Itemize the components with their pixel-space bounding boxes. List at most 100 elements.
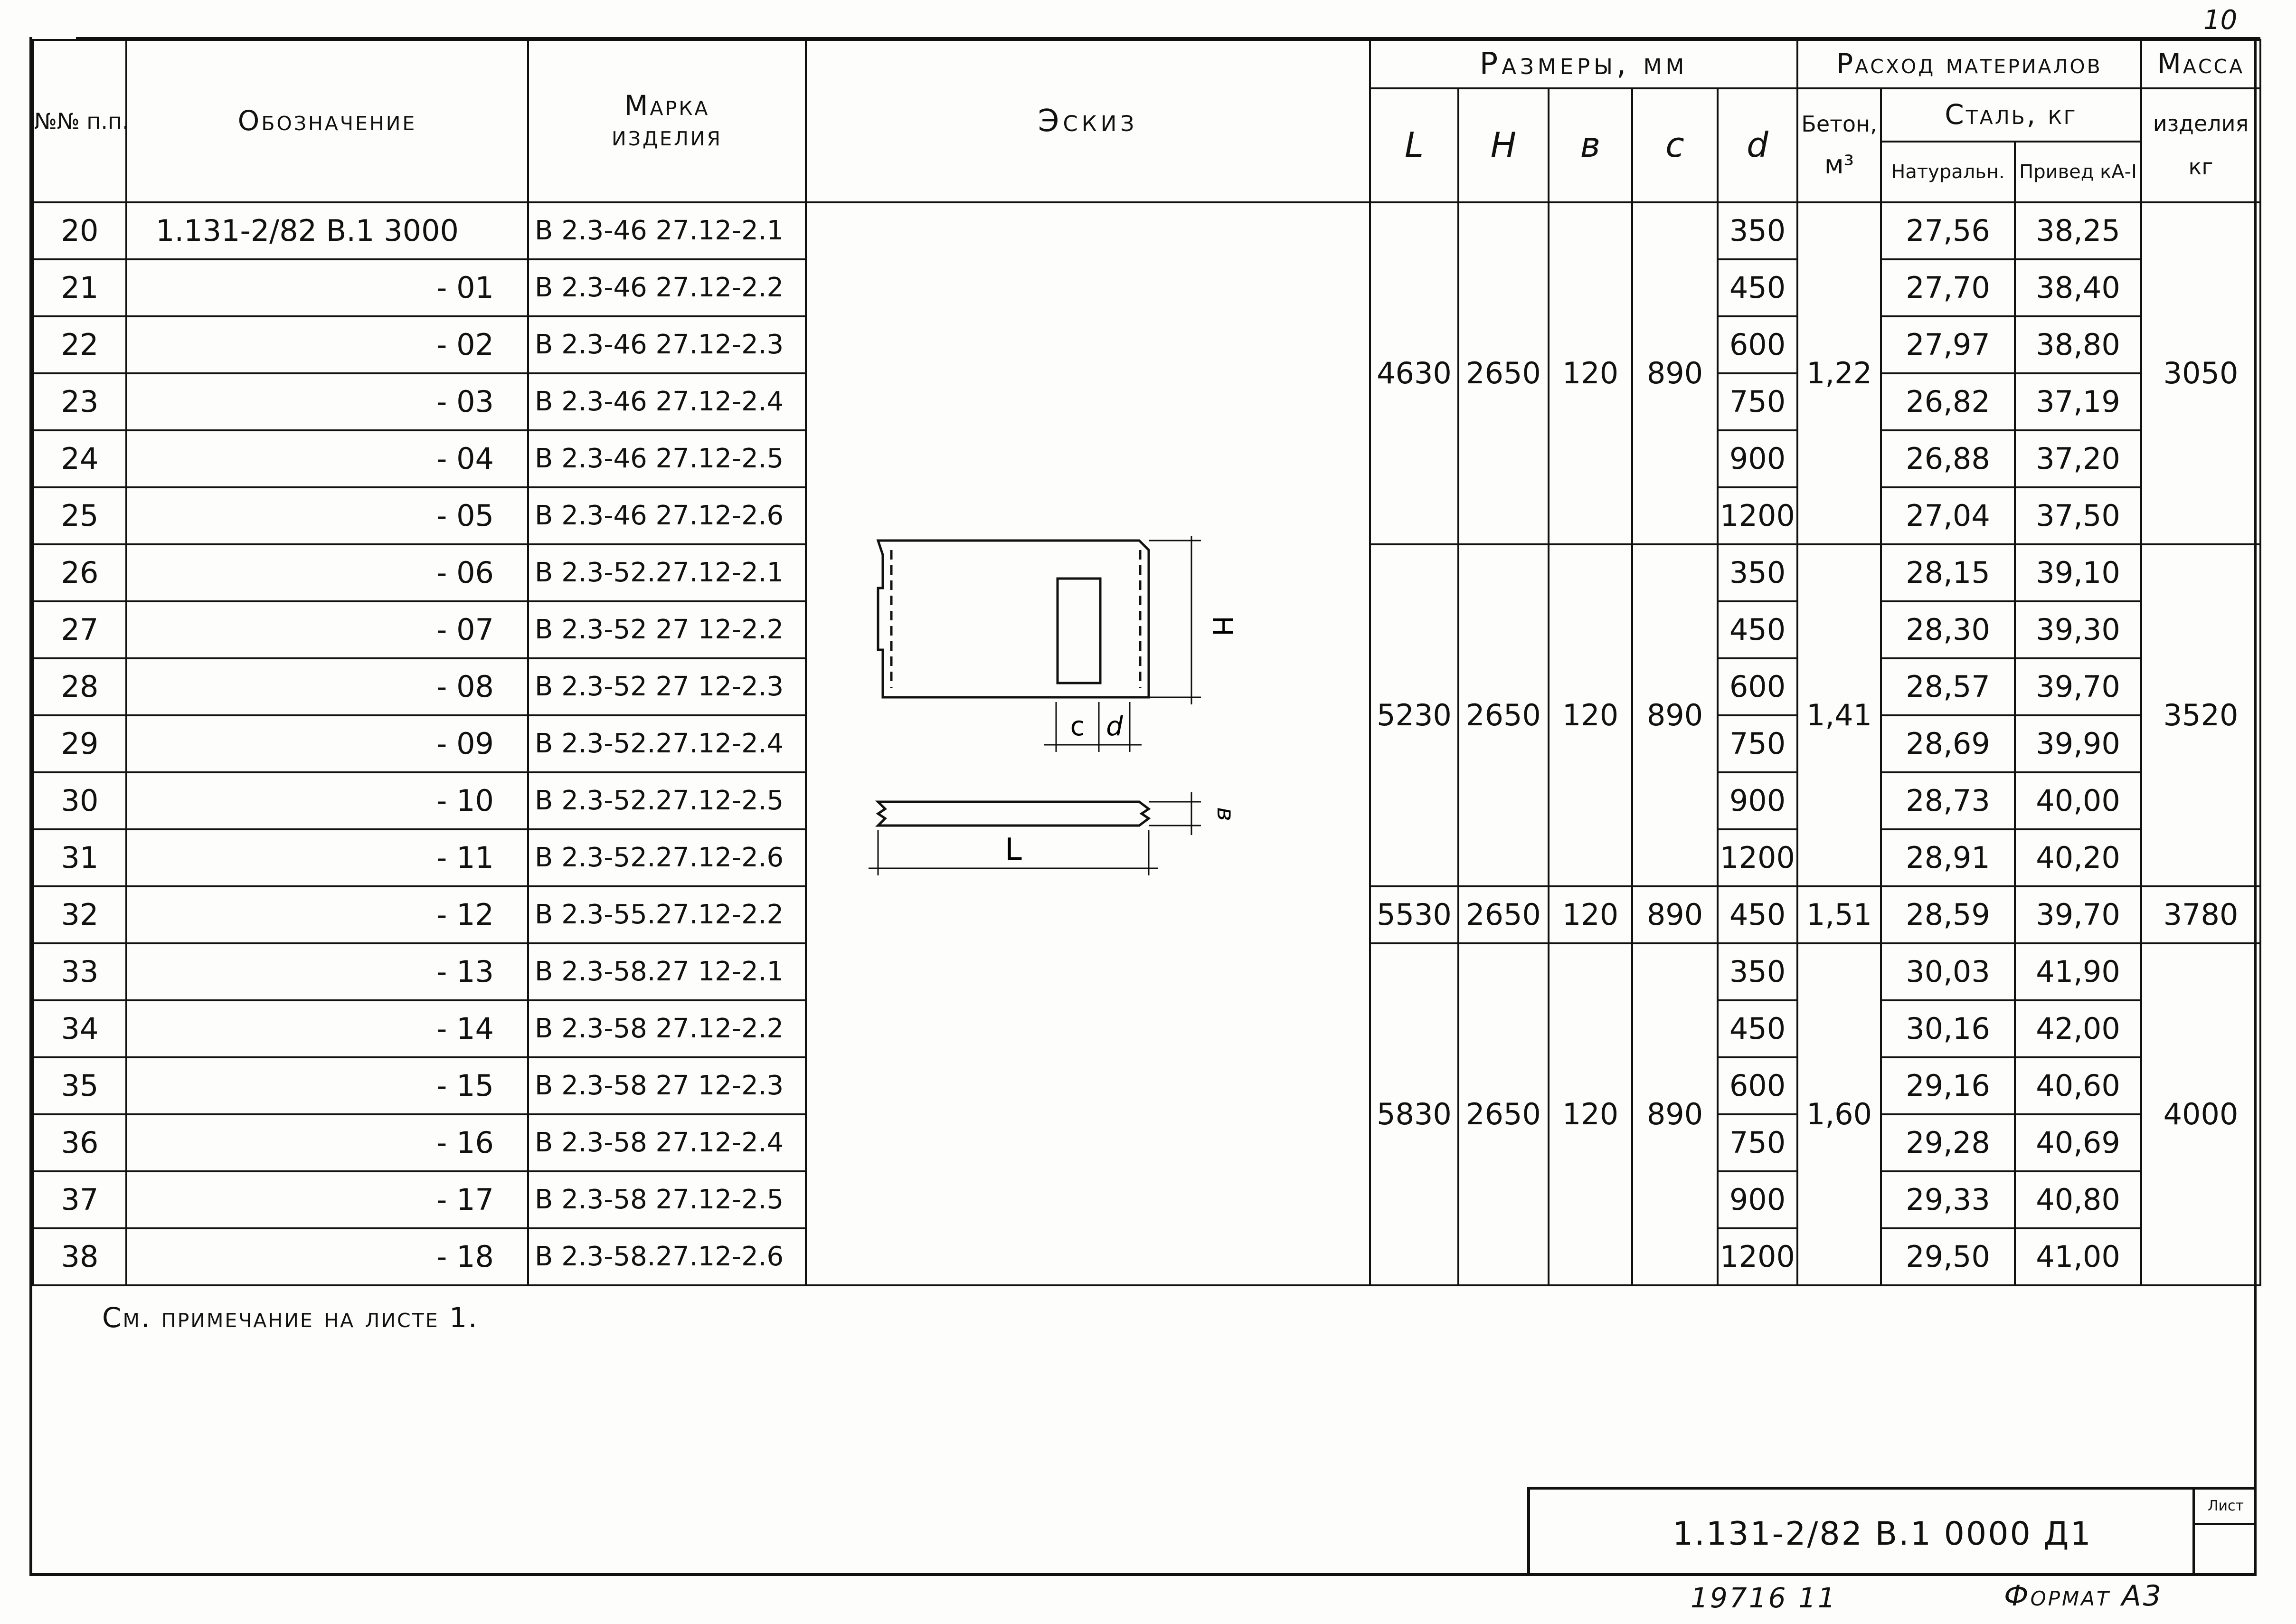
row-mark: В 2.3-58 27.12-2.5 — [527, 1170, 807, 1229]
panel-side-view — [875, 800, 1151, 827]
header-mass-label-1: Масса — [2157, 47, 2245, 80]
row-steel-reduced: 40,00 — [2014, 771, 2143, 830]
header-steel-natural: Натуральн. — [1880, 141, 2016, 203]
row-number: 38 — [32, 1227, 127, 1286]
header-row-number-label: №№ п.п. — [34, 108, 126, 134]
table-row: 25 - 05 В 2.3-46 27.12-2.6 1200 27,04 37… — [32, 486, 2260, 545]
table-row: 35 - 15 В 2.3-58 27 12-2.3 600 29,16 40,… — [32, 1056, 2260, 1115]
row-number: 25 — [32, 486, 127, 545]
header-mark-line2: изделия — [612, 120, 722, 152]
header-steel-reduced: Привед кА-I — [2014, 141, 2143, 203]
header-dimensions-group: Размеры, мм — [1369, 39, 1799, 89]
row-steel-reduced: 40,20 — [2014, 828, 2143, 887]
row-designation: - 02 — [125, 315, 529, 374]
header-steel: Сталь, кг — [1880, 87, 2143, 142]
group-dim-L: 5530 — [1369, 885, 1459, 944]
header-dim-b-label: в — [1580, 125, 1601, 165]
row-steel-reduced: 41,00 — [2014, 1227, 2143, 1286]
row-steel-natural: 29,16 — [1880, 1056, 2016, 1115]
row-designation: - 08 — [125, 657, 529, 716]
row-steel-reduced: 37,20 — [2014, 429, 2143, 488]
row-steel-reduced: 39,70 — [2014, 885, 2143, 944]
sketch-label-c: c — [1070, 711, 1085, 742]
row-steel-natural: 30,03 — [1880, 942, 2016, 1001]
row-steel-reduced: 38,25 — [2014, 201, 2143, 260]
specification-table: №№ п.п. Обозначение Марка изделия Эскиз … — [32, 39, 2262, 1286]
row-dim-d: 450 — [1716, 999, 1799, 1058]
header-dim-L-label: L — [1404, 125, 1424, 165]
group-dim-c: 890 — [1631, 942, 1719, 1286]
header-steel-natural-label: Натуральн. — [1891, 161, 2005, 183]
row-mark: В 2.3-58 27 12-2.3 — [527, 1056, 807, 1115]
header-designation: Обозначение — [125, 39, 529, 203]
row-designation: - 16 — [125, 1113, 529, 1172]
row-steel-natural: 26,82 — [1880, 372, 2016, 431]
row-designation: 1.131-2/82 В.1 3000 — [125, 201, 529, 260]
header-concrete: Бетон, м³ — [1796, 87, 1882, 203]
header-mass-label-3: кг — [2188, 154, 2213, 180]
table-row: 32 - 12 В 2.3-55.27.12-2.2 5530 2650 120… — [32, 885, 2262, 944]
header-dim-c-label: c — [1665, 125, 1684, 165]
row-mark: В 2.3-46 27.12-2.5 — [527, 429, 807, 488]
row-steel-natural: 29,33 — [1880, 1170, 2016, 1229]
header-mark-line1: Марка — [624, 89, 710, 122]
header-steel-label: Сталь, кг — [1945, 98, 2078, 131]
sheet-box: Лист — [2192, 1490, 2257, 1576]
group-mass: 3780 — [2140, 885, 2262, 944]
row-designation: - 14 — [125, 999, 529, 1058]
row-steel-reduced: 40,69 — [2014, 1113, 2143, 1172]
group-mass: 3520 — [2140, 543, 2262, 887]
table-row: 33 - 13 В 2.3-58.27 12-2.1 5830 2650 120… — [32, 942, 2262, 1286]
group-dim-c: 890 — [1631, 885, 1719, 944]
header-concrete-line1: Бетон, — [1801, 111, 1877, 137]
row-designation: - 10 — [125, 771, 529, 830]
header-mass-line1: Масса — [2140, 39, 2262, 89]
header-sketch-label: Эскиз — [1038, 103, 1138, 139]
row-steel-reduced: 38,80 — [2014, 315, 2143, 374]
group-dim-L: 4630 — [1369, 201, 1459, 545]
row-steel-natural: 28,69 — [1880, 714, 2016, 773]
table-row: 26 - 06 В 2.3-52.27.12-2.1 5230 2650 120… — [32, 543, 2262, 887]
row-dim-d: 450 — [1716, 885, 1799, 944]
table-row: 38 - 18 В 2.3-58.27.12-2.6 1200 29,50 41… — [32, 1227, 2260, 1286]
header-mass-rest: изделия кг — [2140, 87, 2262, 203]
row-designation: - 01 — [125, 258, 529, 317]
row-steel-reduced: 39,10 — [2014, 543, 2143, 602]
row-number: 29 — [32, 714, 127, 773]
row-steel-reduced: 40,60 — [2014, 1056, 2143, 1115]
sheet-number: 10 — [2203, 5, 2238, 36]
row-steel-reduced: 39,30 — [2014, 600, 2143, 659]
header-concrete-line2: м³ — [1824, 149, 1854, 180]
row-steel-natural: 27,56 — [1880, 201, 2016, 260]
table-row: 22 - 02 В 2.3-46 27.12-2.3 600 27,97 38,… — [32, 315, 2260, 374]
sketch-cell: H c d в L — [805, 201, 1371, 1286]
sketch-label-d: d — [1106, 711, 1123, 742]
row-designation: - 15 — [125, 1056, 529, 1115]
group-dim-H: 2650 — [1457, 942, 1550, 1286]
row-steel-reduced: 39,70 — [2014, 657, 2143, 716]
group-concrete: 1,22 — [1796, 201, 1882, 545]
group-dim-L: 5830 — [1369, 942, 1459, 1286]
sketch-label-H: H — [1206, 616, 1238, 636]
table-row: 31 - 11 В 2.3-52.27.12-2.6 1200 28,91 40… — [32, 828, 2260, 887]
top-border-line — [76, 37, 2260, 39]
row-mark: В 2.3-52.27.12-2.5 — [527, 771, 807, 830]
header-mass-label-2: изделия — [2153, 111, 2249, 137]
row-mark: В 2.3-52 27 12-2.2 — [527, 600, 807, 659]
inventory-number: 19716 11 — [1691, 1582, 1837, 1614]
row-dim-d: 1200 — [1716, 1227, 1799, 1286]
header-sketch: Эскиз — [805, 39, 1371, 203]
header-dim-b: в — [1548, 87, 1633, 203]
row-mark: В 2.3-58 27.12-2.4 — [527, 1113, 807, 1172]
row-dim-d: 900 — [1716, 1170, 1799, 1229]
header-dim-H: H — [1457, 87, 1550, 203]
header-materials-group: Расход материалов — [1796, 39, 2143, 89]
row-mark: В 2.3-52 27 12-2.3 — [527, 657, 807, 716]
row-steel-natural: 28,59 — [1880, 885, 2016, 944]
table-row: 29 - 09 В 2.3-52.27.12-2.4 750 28,69 39,… — [32, 714, 2260, 773]
row-dim-d: 750 — [1716, 372, 1799, 431]
row-dim-d: 900 — [1716, 771, 1799, 830]
table-row: 23 - 03 В 2.3-46 27.12-2.4 750 26,82 37,… — [32, 372, 2260, 431]
row-dim-d: 750 — [1716, 1113, 1799, 1172]
row-steel-natural: 29,50 — [1880, 1227, 2016, 1286]
